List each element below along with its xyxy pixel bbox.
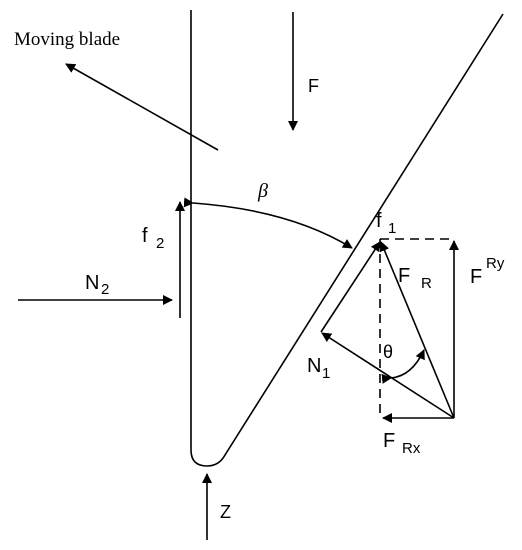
blade-outline (190, 10, 504, 467)
n1-subscript: 1 (322, 365, 330, 382)
z-label: Z (220, 502, 231, 522)
n2-label: N (85, 272, 99, 294)
moving-blade-label: Moving blade (14, 29, 120, 50)
fr-label: F (398, 265, 410, 287)
n1-label: N (307, 355, 321, 377)
f1-subscript: 1 (388, 220, 396, 237)
beta-label: β (257, 180, 268, 202)
f1-label: f (376, 210, 382, 232)
moving-blade-arrow (65, 63, 219, 151)
frx-subscript: Rx (402, 440, 421, 457)
f2-subscript: 2 (156, 235, 164, 252)
beta-arc (183, 197, 353, 249)
fry-subscript: Ry (486, 255, 505, 272)
theta-label: θ (383, 342, 393, 362)
force-f-label: F (308, 76, 319, 96)
frx-label: F (383, 430, 395, 452)
fry-label: F (470, 266, 482, 288)
theta-arc (381, 349, 425, 384)
n2-subscript: 2 (101, 281, 109, 298)
resultant-fr-arrow (379, 241, 455, 419)
f2-label: f (142, 225, 148, 247)
friction-f1-arrow (320, 241, 381, 333)
fr-subscript: R (421, 275, 432, 292)
